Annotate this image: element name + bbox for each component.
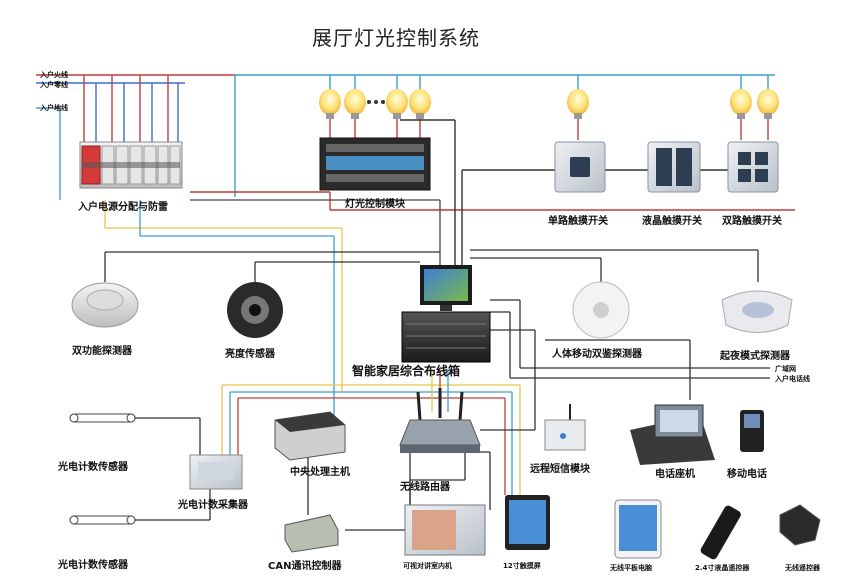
switch-lcd: [647, 141, 701, 193]
sms-module: [544, 404, 586, 451]
light-control-module: [319, 137, 431, 191]
wireless-remote: [779, 504, 821, 546]
bulb-icon: [567, 89, 589, 119]
label-smoke-detector: 双功能探测器: [72, 346, 132, 357]
power-wiring: [36, 74, 795, 265]
tablet: [614, 499, 662, 559]
wireless-router: [399, 388, 481, 453]
night-mode-sensor: [721, 290, 793, 333]
can-controller: [284, 514, 339, 553]
label-switch-single: 单路触摸开关: [548, 216, 608, 227]
mobile-phone: [740, 410, 764, 452]
label-cpu: 中央处理主机: [290, 467, 350, 478]
label-broadband: 广域网: [775, 365, 796, 373]
bulb-icon: [757, 89, 779, 119]
bulb-icon: [319, 89, 341, 119]
label-switch-lcd: 液晶触摸开关: [642, 216, 702, 227]
touch-screen-12: [505, 495, 550, 550]
label-mobile-phone: 移动电话: [727, 469, 767, 480]
page-title: 展厅灯光控制系统: [312, 26, 480, 50]
photo-counter-collector: [189, 454, 243, 490]
label-ground-line: 入户地线: [40, 104, 68, 112]
label-switch-double: 双路触摸开关: [722, 216, 782, 227]
switch-single: [554, 141, 606, 193]
bulb-icon: [730, 89, 752, 119]
label-collector: 光电计数采集器: [178, 500, 248, 511]
central-processor: [274, 411, 346, 461]
label-desk-phone: 电话座机: [655, 469, 695, 480]
label-can: CAN通讯控制器: [268, 561, 342, 572]
bulb-icon: [409, 89, 431, 119]
label-wireless-remote: 无线遥控器: [785, 564, 820, 572]
lcd-remote: [700, 505, 741, 560]
bulb-icon: [386, 89, 408, 119]
brightness-sensor: [227, 282, 283, 338]
label-power-box: 入户电源分配与防雷: [78, 202, 168, 213]
label-photo-sensor-1: 光电计数传感器: [58, 462, 128, 473]
label-hub: 智能家居综合布线箱: [352, 364, 461, 378]
hub-cabinet: [401, 265, 491, 363]
switch-double: [727, 141, 779, 193]
label-night-sensor: 起夜模式探测器: [720, 351, 790, 362]
photo-sensor-2: [69, 515, 136, 525]
bulb-icon: [344, 89, 366, 119]
label-phone-line: 入户电话线: [775, 375, 810, 383]
label-live-line: 入户火线: [40, 71, 68, 79]
human-motion-sensor: [572, 281, 630, 339]
label-sms: 远程短信模块: [530, 464, 590, 475]
photo-sensor-1: [69, 413, 136, 423]
label-intercom: 可视对讲室内机: [403, 562, 452, 570]
video-intercom: [404, 504, 486, 556]
label-brightness-sensor: 亮度传感器: [225, 349, 275, 360]
control-wiring: [104, 199, 770, 531]
smoke-detector: [71, 282, 139, 328]
label-router: 无线路由器: [400, 482, 450, 493]
ceiling-lights: [319, 89, 779, 119]
ellipsis-icon: [367, 100, 385, 104]
label-touch-screen: 12寸触摸屏: [503, 562, 541, 570]
label-tablet: 无线平板电脑: [610, 564, 652, 572]
desk-phone: [630, 404, 715, 465]
label-human-sensor: 人体移动双鉴探测器: [552, 349, 642, 360]
label-photo-sensor-2: 光电计数传感器: [58, 560, 128, 571]
power-distribution-box: [79, 141, 183, 189]
label-lcd-remote: 2.4寸液晶遥控器: [695, 564, 750, 572]
label-neutral-line: 入户零线: [40, 81, 68, 89]
label-light-module: 灯光控制模块: [345, 199, 405, 210]
